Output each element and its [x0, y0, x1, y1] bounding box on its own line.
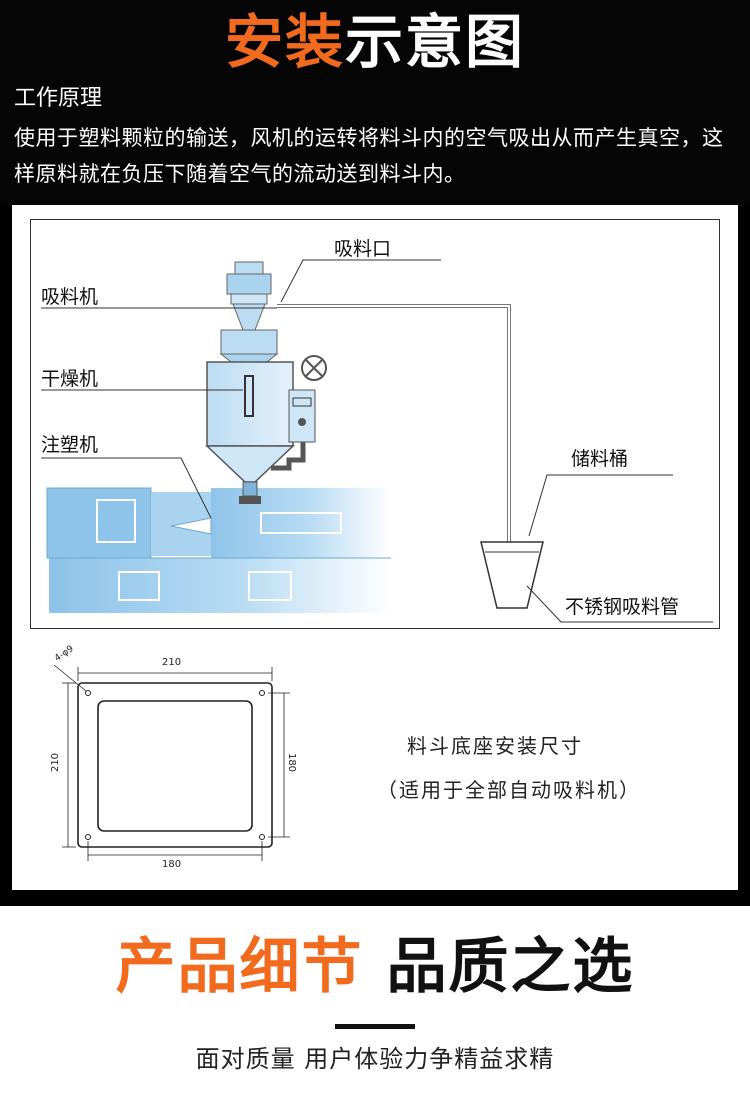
dim-bottom-width: 180 [162, 859, 182, 870]
principle-heading: 工作原理 [14, 86, 103, 111]
leader-inlet [280, 259, 441, 303]
base-dimension-drawing: 4-φ9 210 210 180 180 [40, 644, 300, 875]
details-title-accent: 产品细节 [115, 932, 364, 1002]
base-plate-opening [97, 700, 253, 832]
storage-bucket [480, 541, 544, 609]
label-injection: 注塑机 [41, 434, 99, 456]
header-section: 安装示意图 工作原理 使用于塑料颗粒的输送，风机的运转将料斗内的空气吸出从而产生… [0, 0, 750, 205]
label-pipe: 不锈钢吸料管 [565, 596, 680, 618]
dimension-artwork [53, 664, 290, 861]
details-title: 产品细节 品质之选 [0, 928, 750, 1006]
principle-text: 使用于塑料颗粒的输送，风机的运转将料斗内的空气吸出从而产生真空，这样原料就在负压… [14, 126, 724, 186]
base-plate-outline [77, 682, 273, 848]
dim-left-height: 210 [50, 752, 62, 773]
page-title: 安装示意图 [0, 6, 750, 78]
label-bucket: 储料桶 [571, 448, 629, 470]
dimension-caption-title: 料斗底座安装尺寸 [407, 734, 583, 758]
details-title-dark: 品质之选 [386, 932, 635, 1002]
label-dryer: 干燥机 [41, 368, 99, 390]
machine-base [61, 558, 391, 613]
title-accent: 安装 [224, 8, 345, 76]
leader-bucket [528, 474, 673, 537]
product-details-section: 产品细节 品质之选 面对质量 用户体验力争精益求精 [0, 906, 750, 1103]
leader-injection [41, 457, 212, 519]
dim-top-width: 210 [162, 657, 182, 668]
loader-body [220, 329, 278, 355]
leader-pipe [526, 585, 713, 623]
title-underline [335, 1024, 415, 1029]
machine-upper-body [211, 488, 391, 558]
title-rest: 示意图 [345, 8, 526, 76]
details-slogan: 面对质量 用户体验力争精益求精 [195, 1045, 555, 1073]
diagram-panel: 吸料口 吸料机 干燥机 注塑机 储料桶 不锈钢吸料管 [12, 205, 738, 890]
label-loader: 吸料机 [41, 286, 99, 308]
label-inlet: 吸料口 [334, 238, 392, 260]
diagram-artwork [41, 259, 713, 623]
installation-diagram: 吸料口 吸料机 干燥机 注塑机 储料桶 不锈钢吸料管 [30, 219, 720, 629]
dimension-caption-note: （适用于全部自动吸料机） [377, 778, 641, 802]
dim-right-height: 180 [286, 752, 298, 773]
dryer-body [206, 361, 294, 447]
